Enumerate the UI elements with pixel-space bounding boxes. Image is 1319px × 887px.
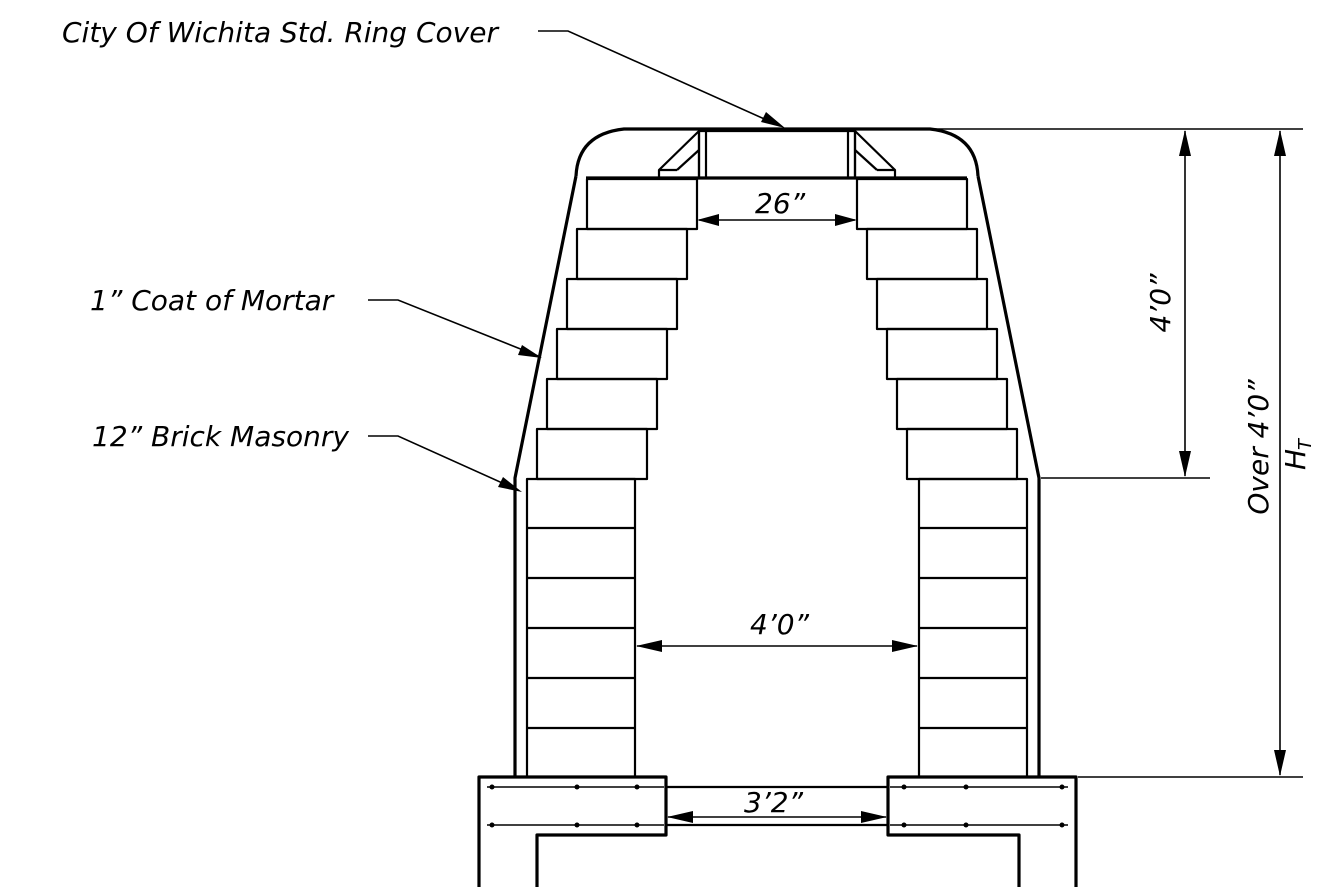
brick-masonry-cone-left	[535, 177, 699, 481]
dimension-cone-height: 4’0”	[1144, 130, 1191, 477]
dimension-total-height: Over 4’0” H T	[1242, 130, 1316, 776]
brick-masonry-wall-right	[917, 477, 1029, 779]
brick-masonry-leader	[368, 435, 522, 492]
mortar-coat	[513, 175, 1041, 777]
ring-cover-label: City Of Wichita Std. Ring Cover	[62, 16, 499, 49]
total-height-subscript: T	[1295, 437, 1316, 450]
dimension-extension-lines	[932, 128, 1303, 778]
base-slab	[477, 775, 1078, 887]
dimension-opening-base: 3’2”	[667, 786, 887, 823]
mortar-leader	[368, 299, 542, 358]
total-height-dimension-text: Over 4’0”	[1242, 379, 1275, 515]
dimension-opening-top: 26”	[697, 187, 857, 226]
opening-top-dimension-text: 26”	[755, 187, 806, 220]
brick-masonry-wall-left	[525, 477, 637, 779]
ring-cover	[574, 127, 980, 180]
opening-base-dimension-text: 3’2”	[744, 786, 804, 819]
ring-cover-leader	[538, 30, 785, 128]
mortar-label: 1” Coat of Mortar	[90, 284, 335, 317]
opening-inner-dimension-text: 4’0”	[750, 608, 810, 641]
total-height-symbol: H	[1279, 449, 1312, 470]
brick-masonry-cone-right	[855, 177, 1019, 481]
dimension-opening-inner: 4’0”	[636, 608, 918, 652]
brick-masonry-label: 12” Brick Masonry	[92, 420, 349, 453]
cone-height-dimension-text: 4’0”	[1144, 273, 1177, 333]
